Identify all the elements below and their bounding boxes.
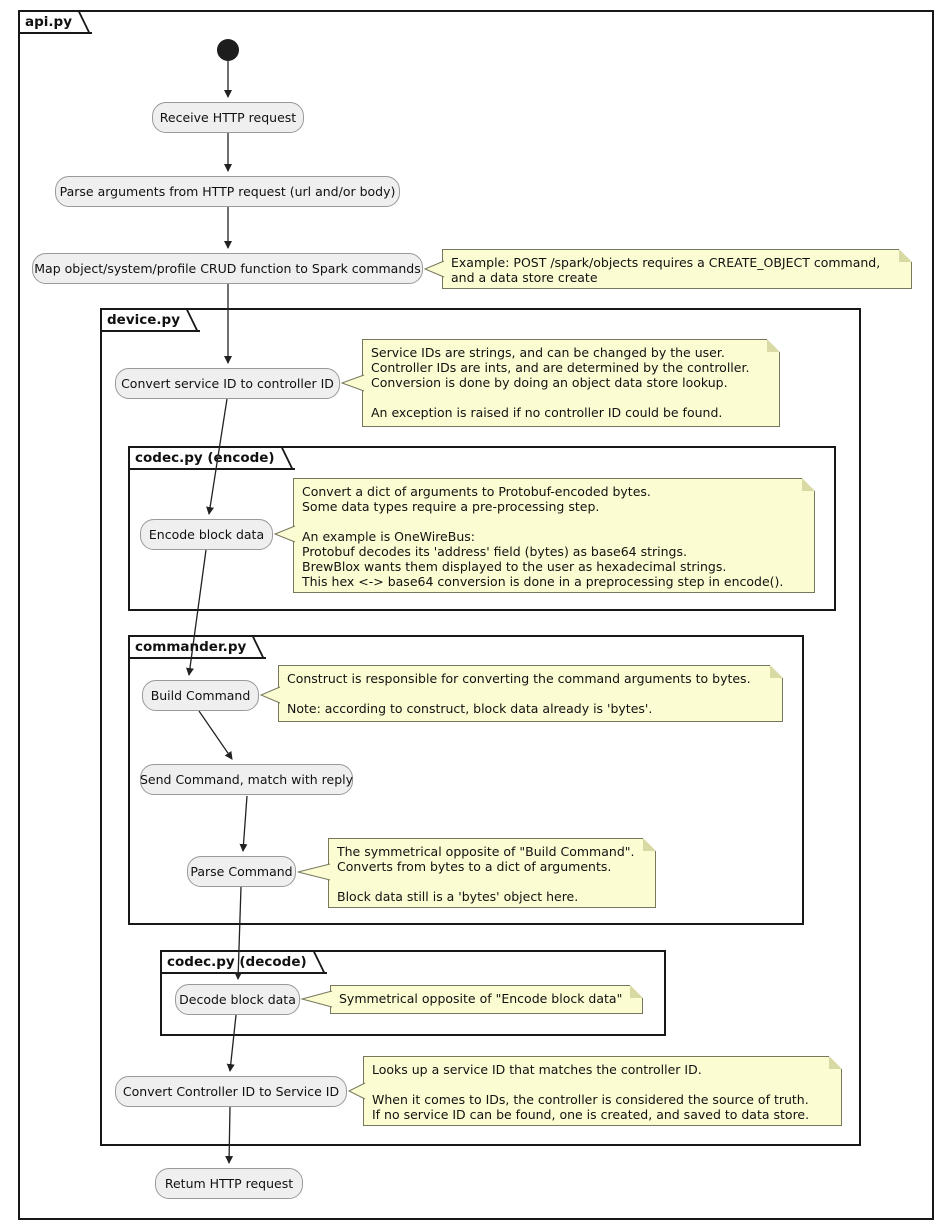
frame-commander-label: commander.py bbox=[128, 635, 267, 659]
activity-convert-service-id: Convert service ID to controller ID bbox=[115, 368, 340, 399]
frame-codec-encode-label: codec.py (encode) bbox=[128, 446, 295, 470]
activity-decode-block-data: Decode block data bbox=[175, 984, 300, 1015]
activity-parse-command: Parse Command bbox=[187, 856, 296, 887]
note-service-ids: Service IDs are strings, and can be chan… bbox=[362, 339, 780, 427]
frame-device-label: device.py bbox=[100, 308, 200, 332]
activity-map-crud-function: Map object/system/profile CRUD function … bbox=[32, 253, 423, 284]
activity-encode-block-data: Encode block data bbox=[140, 519, 273, 550]
frame-api: api.py bbox=[18, 10, 934, 1220]
note-encode-block: Convert a dict of arguments to Protobuf-… bbox=[293, 478, 815, 593]
activity-return-http-request: Retum HTTP request bbox=[155, 1168, 303, 1199]
note-build-command: Construct is responsible for converting … bbox=[278, 665, 783, 722]
activity-send-command: Send Command, match with reply bbox=[140, 764, 353, 795]
note-decode-block: Symmetrical opposite of "Encode block da… bbox=[330, 985, 643, 1014]
activity-convert-controller-id: Convert Controller ID to Service ID bbox=[115, 1076, 347, 1107]
start-node bbox=[217, 39, 239, 61]
note-map-example: Example: POST /spark/objects requires a … bbox=[442, 249, 912, 289]
activity-build-command: Build Command bbox=[142, 680, 259, 711]
frame-codec-decode: codec.py (decode) bbox=[160, 950, 666, 1036]
note-parse-command: The symmetrical opposite of "Build Comma… bbox=[328, 838, 656, 908]
frame-api-label: api.py bbox=[18, 10, 92, 34]
note-controller-id: Looks up a service ID that matches the c… bbox=[363, 1056, 842, 1126]
activity-receive-http-request: Receive HTTP request bbox=[152, 102, 304, 133]
frame-codec-decode-label: codec.py (decode) bbox=[160, 950, 327, 974]
activity-parse-arguments: Parse arguments from HTTP request (url a… bbox=[55, 176, 400, 207]
frame-device: device.py bbox=[100, 308, 861, 1146]
